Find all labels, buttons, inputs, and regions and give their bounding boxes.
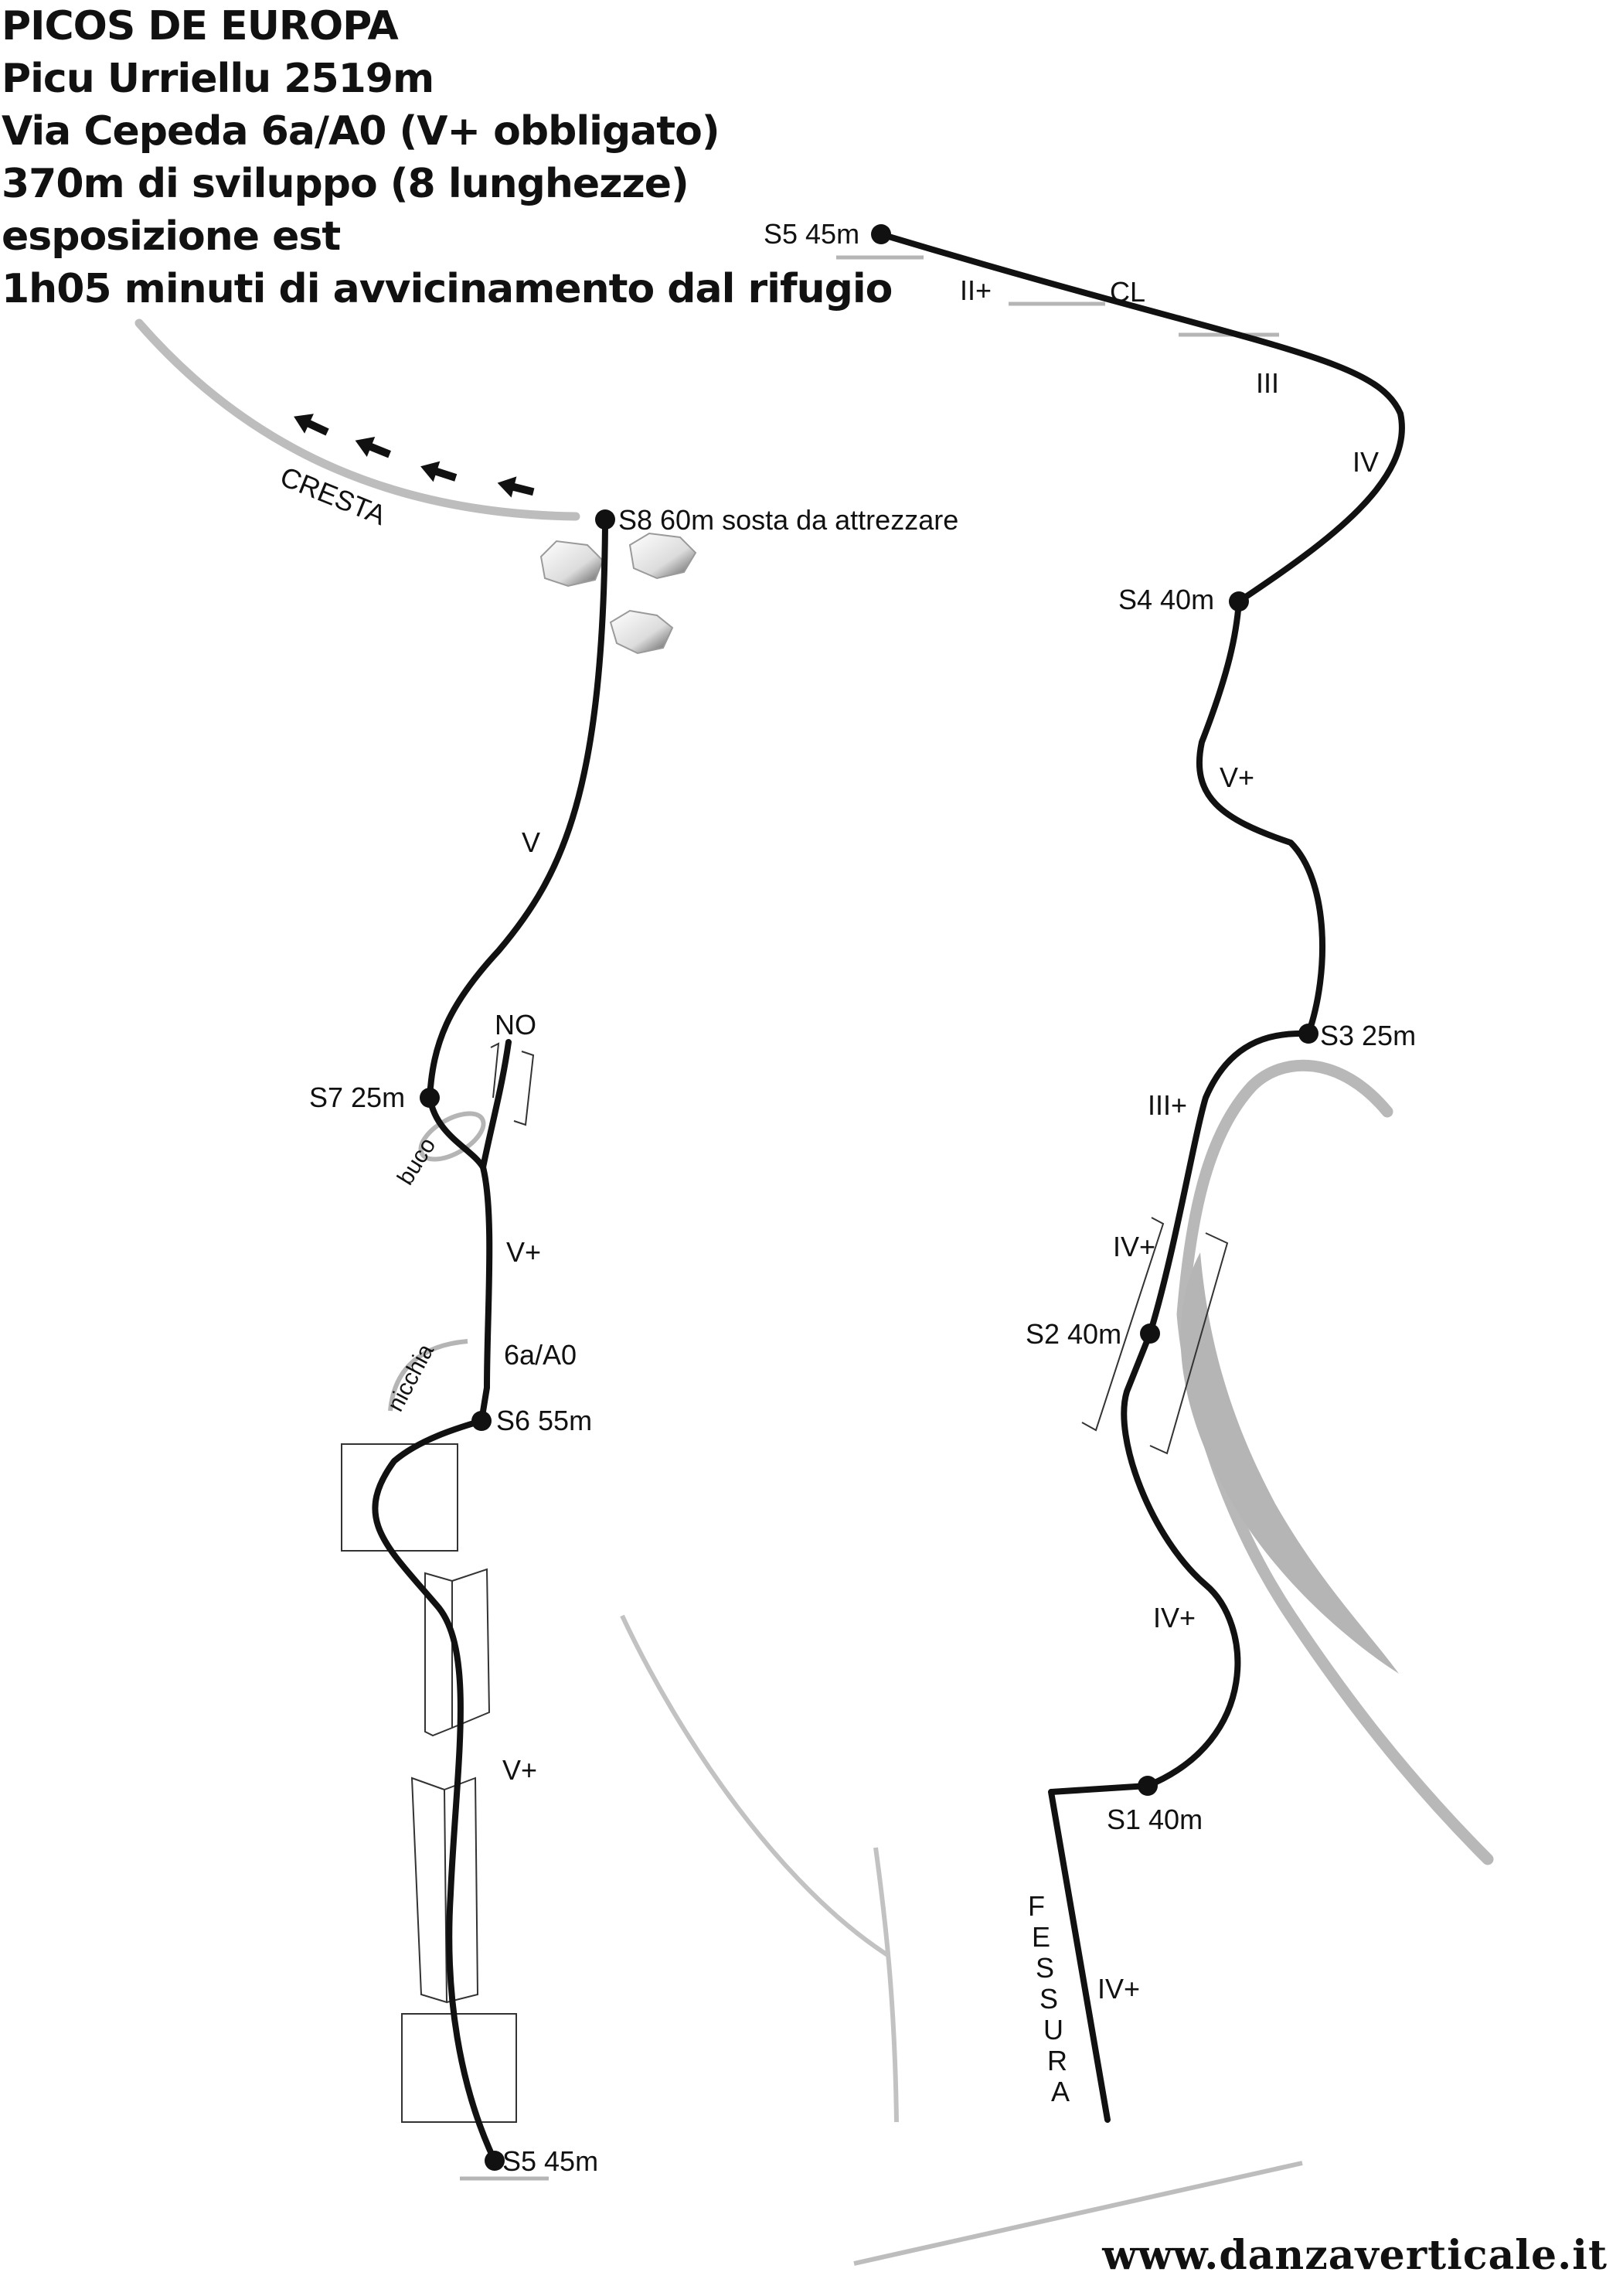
roof-shadow bbox=[1180, 1252, 1399, 1674]
fessura-letter: S bbox=[1036, 1952, 1054, 1984]
fessura-letter: S bbox=[1039, 1983, 1058, 2015]
no-label: NO bbox=[495, 1009, 536, 1041]
arrow-icon bbox=[497, 476, 535, 498]
belay-label-s1: S1 40m bbox=[1107, 1804, 1203, 1835]
nicchia-label: nicchia bbox=[383, 1340, 439, 1415]
chimney-lower bbox=[410, 1777, 479, 2004]
belay-label-s6: S6 55m bbox=[496, 1405, 592, 1436]
title-line-6: 1h05 minuti di avvicinamento dal rifugio bbox=[2, 266, 893, 312]
title-line-1: PICOS DE EUROPA bbox=[2, 3, 399, 49]
grade-label-p1-fessura: IV+ bbox=[1097, 1973, 1140, 2005]
arrow-icon bbox=[355, 437, 391, 458]
nicchia-arc bbox=[388, 1339, 468, 1412]
belay-label-s4: S4 40m bbox=[1118, 584, 1214, 615]
title-block: PICOS DE EUROPA Picu Urriellu 2519m Via … bbox=[2, 0, 893, 315]
belay-label-s7: S7 25m bbox=[309, 1082, 405, 1113]
grade-label-p5-cl: CL bbox=[1110, 276, 1145, 308]
grade-label-p2b: IV+ bbox=[1113, 1231, 1155, 1262]
bracket-no bbox=[490, 1042, 535, 1126]
buco-hole bbox=[418, 1111, 486, 1162]
fessura-letter: F bbox=[1028, 1890, 1045, 1922]
route-line-right bbox=[878, 231, 1405, 2123]
grade-label-p3: III+ bbox=[1148, 1089, 1187, 1121]
belay-dot-s7 bbox=[420, 1088, 440, 1108]
boulder-2 bbox=[628, 532, 697, 580]
title-line-3: Via Cepeda 6a/A0 (V+ obbligato) bbox=[2, 108, 720, 155]
chimney-upper bbox=[424, 1568, 491, 1737]
bracket-iv-plus-right bbox=[1149, 1232, 1229, 1455]
fessura-letter: A bbox=[1051, 2076, 1070, 2107]
route-line-left bbox=[372, 516, 608, 2164]
block-upper bbox=[341, 1443, 458, 1552]
grade-label-p2: IV+ bbox=[1153, 1602, 1196, 1633]
belay-dot-s6 bbox=[471, 1411, 492, 1431]
belay-label-s5-bottom: S5 45m bbox=[502, 2145, 598, 2177]
belay-label-s2: S2 40m bbox=[1026, 1318, 1121, 1350]
footer-url: www.danzaverticale.it bbox=[1102, 2232, 1608, 2279]
right-ground-line bbox=[853, 2161, 1303, 2266]
belay-label-s8: S8 60m sosta da attrezzare bbox=[618, 504, 958, 536]
block-lower bbox=[401, 2013, 517, 2123]
gully-line bbox=[873, 1847, 899, 2123]
belay-dot-s3 bbox=[1298, 1024, 1318, 1044]
belay-dot-s2 bbox=[1140, 1323, 1160, 1344]
cresta-ridge bbox=[134, 319, 580, 521]
fessura-letter: U bbox=[1043, 2014, 1063, 2046]
boulder-1 bbox=[539, 540, 604, 588]
bracket-iv-plus-left bbox=[1081, 1217, 1165, 1432]
arrow-icon bbox=[420, 461, 458, 482]
grade-label-p7-a: 6a/A0 bbox=[504, 1339, 577, 1371]
grade-label-p5-b: III bbox=[1256, 367, 1279, 399]
title-line-4: 370m di sviluppo (8 lunghezze) bbox=[2, 161, 689, 207]
belay-dot-s5-bottom bbox=[485, 2151, 505, 2171]
belay-dot-s5-top bbox=[871, 224, 891, 244]
route-no-branch bbox=[480, 1039, 512, 1170]
grade-label-p5-c: II+ bbox=[960, 274, 992, 306]
grade-label-p4: V+ bbox=[1220, 761, 1254, 793]
grade-label-p7-b: V+ bbox=[502, 1754, 537, 1786]
fessura-letter: E bbox=[1032, 1921, 1050, 1953]
belay-label-s3: S3 25m bbox=[1320, 1020, 1416, 1051]
boulder-3 bbox=[609, 609, 674, 655]
belay-label-s5-top: S5 45m bbox=[764, 218, 859, 250]
belay-dot-s1 bbox=[1138, 1776, 1158, 1796]
fessura-letter: R bbox=[1047, 2045, 1067, 2076]
belay-dot-s4 bbox=[1229, 591, 1249, 611]
gully-curve bbox=[620, 1614, 890, 1958]
grade-label-p5-a: IV bbox=[1352, 446, 1379, 478]
arrow-icon bbox=[294, 414, 329, 436]
grade-label-p6: V+ bbox=[506, 1236, 541, 1268]
title-line-2: Picu Urriellu 2519m bbox=[2, 56, 434, 102]
fessura-label: F E S S U R A bbox=[1028, 1890, 1070, 2107]
title-line-5: esposizione est bbox=[2, 213, 341, 260]
belay-dot-s8 bbox=[595, 509, 615, 530]
grade-label-p8: V bbox=[522, 826, 540, 858]
